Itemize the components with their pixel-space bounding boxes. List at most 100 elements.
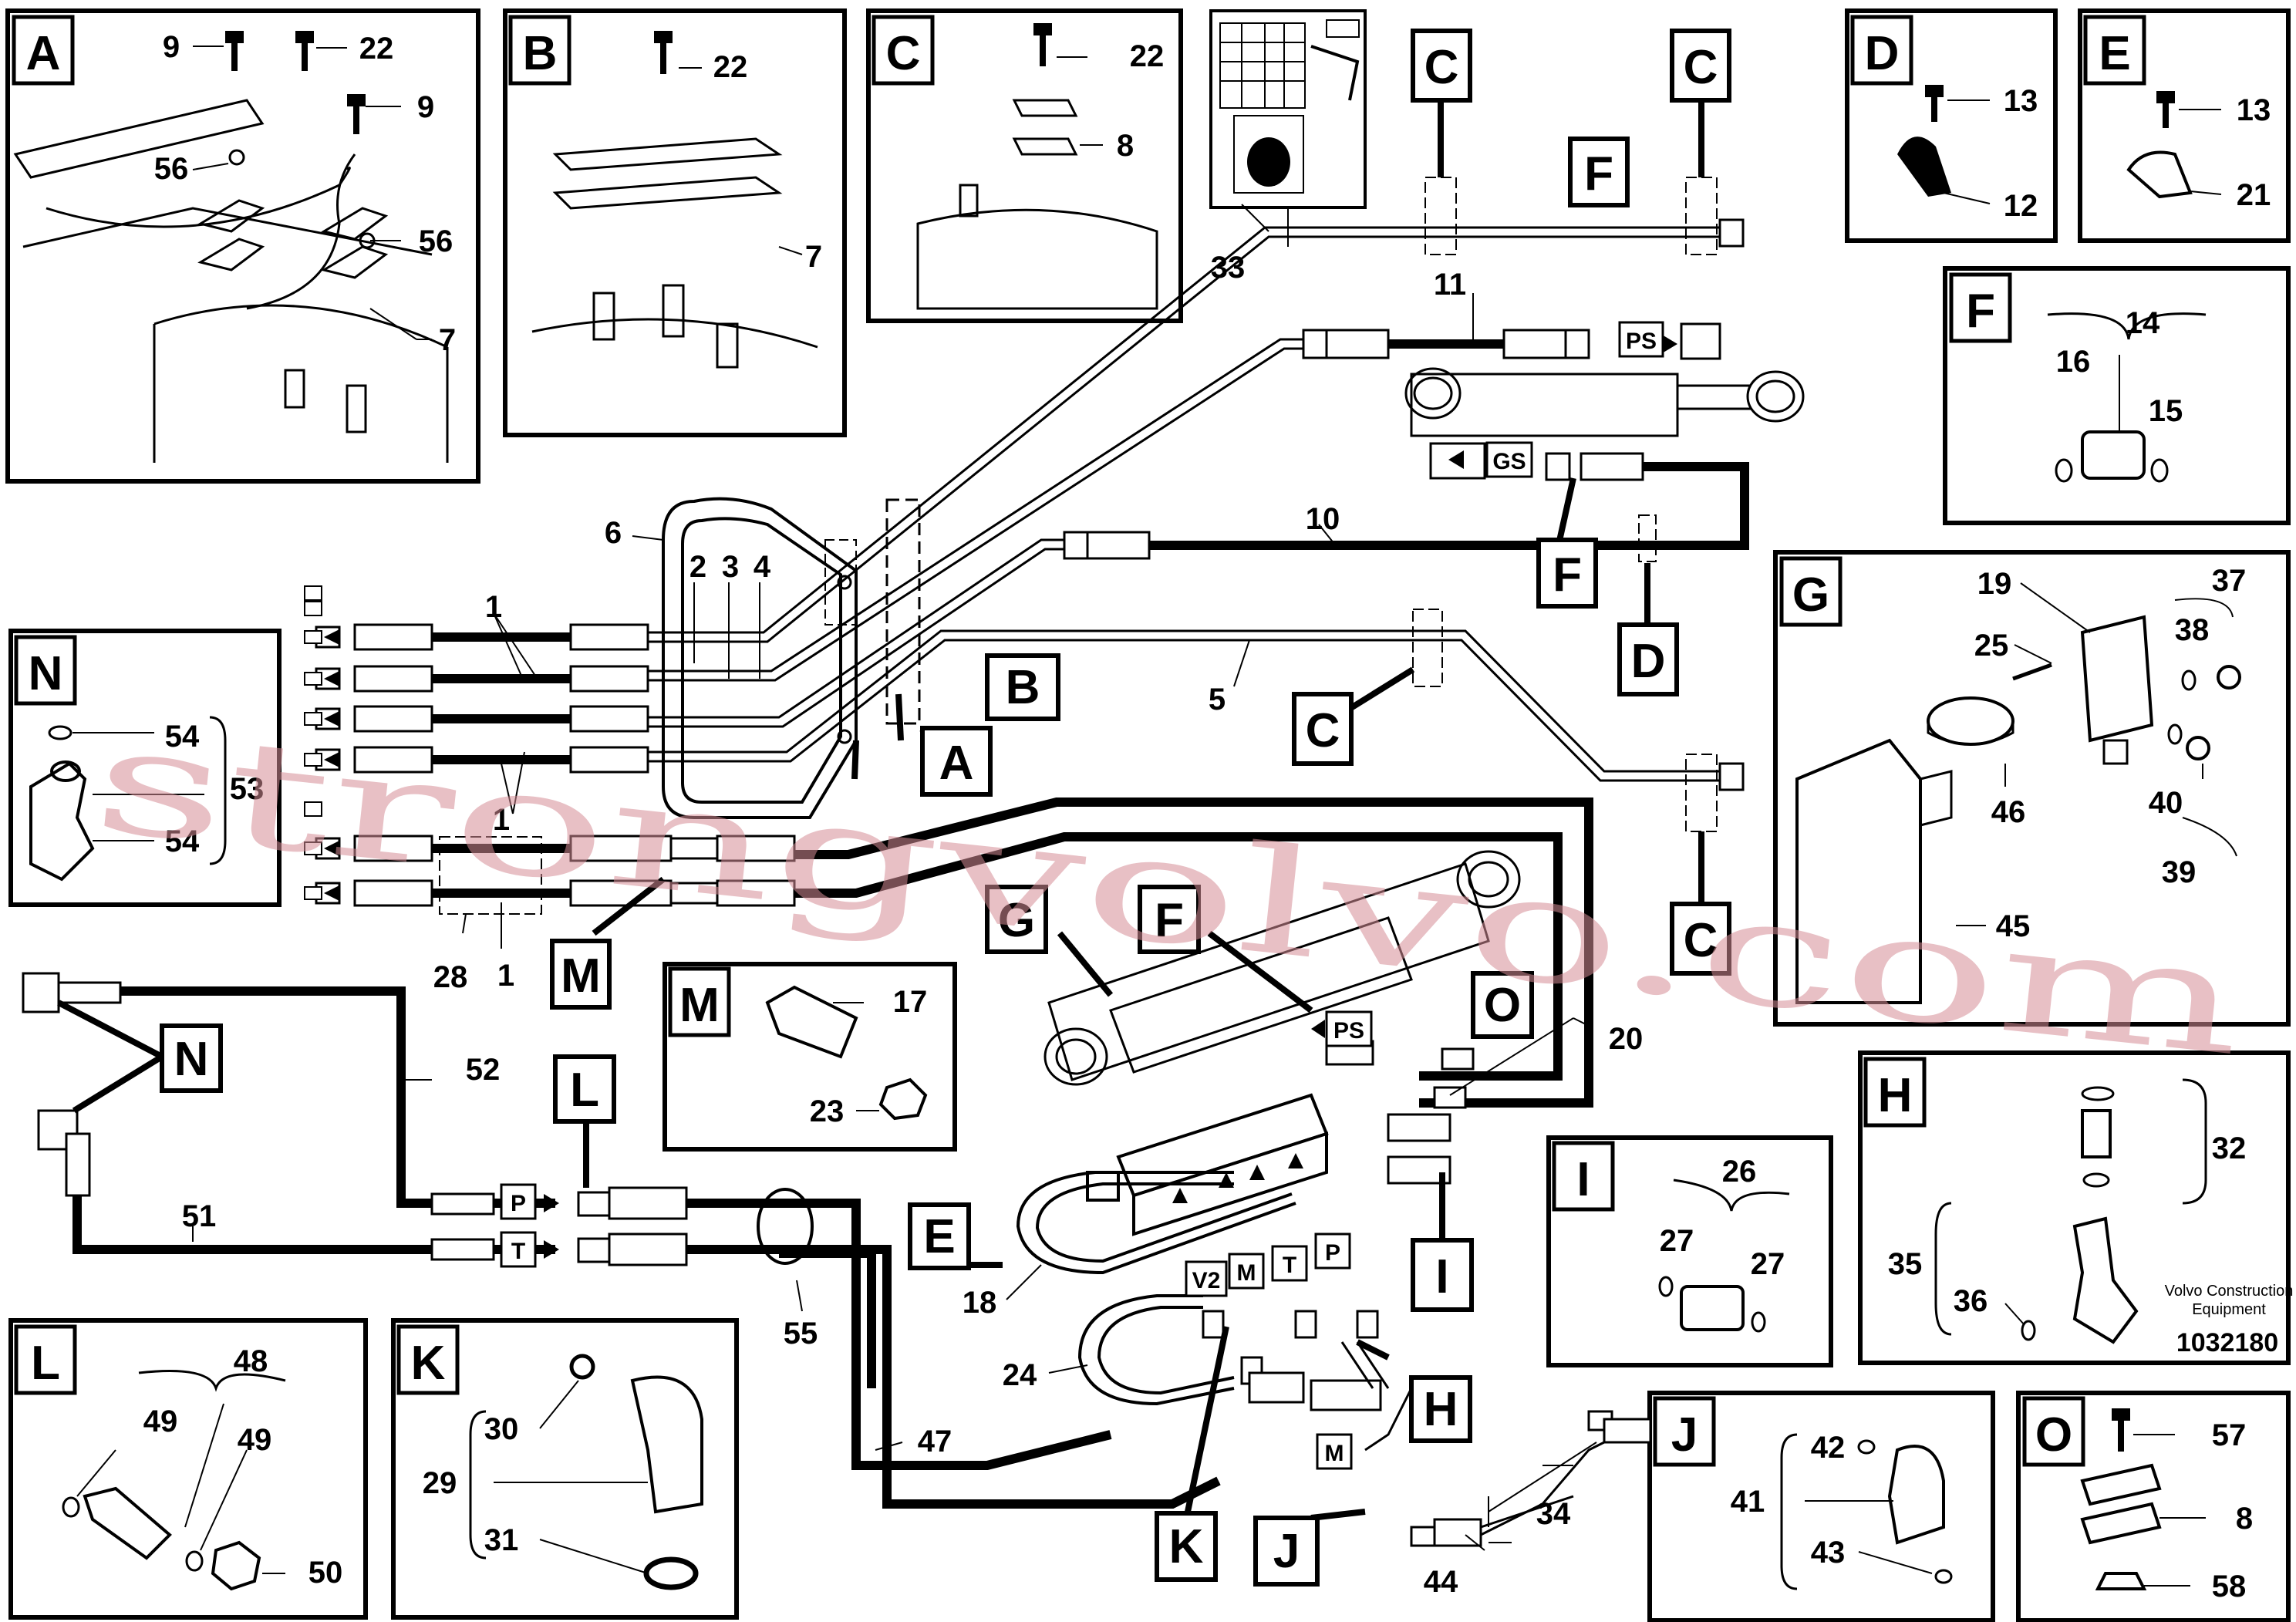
svg-text:N: N bbox=[174, 1033, 209, 1086]
svg-text:49: 49 bbox=[143, 1404, 178, 1438]
svg-text:C: C bbox=[886, 27, 921, 80]
svg-text:27: 27 bbox=[1660, 1224, 1694, 1258]
svg-text:1: 1 bbox=[497, 959, 514, 993]
decal-sticker bbox=[1209, 9, 1367, 247]
svg-text:I: I bbox=[1576, 1153, 1590, 1206]
svg-text:57: 57 bbox=[2212, 1418, 2247, 1452]
svg-text:N: N bbox=[29, 647, 63, 700]
svg-text:D: D bbox=[1865, 27, 1900, 80]
cable-clamp-drawing bbox=[13, 99, 449, 463]
svg-text:39: 39 bbox=[2162, 855, 2197, 889]
svg-text:E: E bbox=[923, 1210, 955, 1263]
svg-text:2: 2 bbox=[689, 550, 706, 584]
svg-text:45: 45 bbox=[1996, 909, 2031, 943]
cable-bracket bbox=[662, 497, 858, 819]
svg-text:M: M bbox=[561, 949, 601, 1003]
hose-arrow-heads bbox=[324, 629, 339, 901]
svg-text:43: 43 bbox=[1811, 1536, 1846, 1570]
detail-view-g: G 19 37 25 38 46 40 39 45 bbox=[1773, 550, 2291, 1027]
svg-text:19: 19 bbox=[1977, 567, 2012, 601]
svg-text:34: 34 bbox=[1536, 1497, 1571, 1531]
svg-text:9: 9 bbox=[417, 90, 434, 124]
svg-text:23: 23 bbox=[810, 1094, 845, 1128]
svg-text:30: 30 bbox=[484, 1412, 519, 1446]
svg-text:4: 4 bbox=[754, 550, 771, 584]
svg-text:25: 25 bbox=[1974, 629, 2009, 663]
detail-view-j: J 42 41 43 bbox=[1647, 1391, 1995, 1622]
svg-text:P: P bbox=[511, 1191, 526, 1216]
detail-view-h: H 32 35 36 bbox=[1858, 1050, 2291, 1365]
svg-text:PS: PS bbox=[1333, 1018, 1364, 1044]
detail-view-n: N 54 53 54 bbox=[8, 629, 282, 907]
svg-text:M: M bbox=[679, 979, 720, 1032]
svg-text:F: F bbox=[1553, 548, 1582, 602]
tube-fittings bbox=[1063, 218, 1745, 791]
svg-text:46: 46 bbox=[1991, 795, 2026, 829]
maker-line-2: Equipment bbox=[2192, 1301, 2266, 1318]
svg-text:7: 7 bbox=[439, 323, 456, 357]
svg-text:32: 32 bbox=[2212, 1131, 2247, 1165]
drawing-footer: Volvo Construction Equipment 1032180 bbox=[2165, 1283, 2294, 1357]
svg-text:22: 22 bbox=[1130, 39, 1165, 73]
svg-text:54: 54 bbox=[165, 720, 200, 754]
svg-text:22: 22 bbox=[359, 32, 394, 66]
svg-text:6: 6 bbox=[605, 516, 622, 550]
svg-text:E: E bbox=[2099, 27, 2130, 80]
detail-view-o: O 57 8 58 bbox=[2016, 1391, 2291, 1622]
svg-text:H: H bbox=[1878, 1069, 1913, 1122]
svg-text:17: 17 bbox=[893, 985, 928, 1019]
detail-view-l: L 48 49 49 50 bbox=[8, 1318, 368, 1620]
bolt-icon bbox=[225, 31, 366, 134]
pt-fittings bbox=[430, 1186, 688, 1266]
svg-text:58: 58 bbox=[2212, 1570, 2247, 1603]
svg-text:33: 33 bbox=[1211, 251, 1246, 285]
svg-text:A: A bbox=[939, 737, 974, 790]
svg-text:41: 41 bbox=[1731, 1485, 1765, 1519]
callout-boxes bbox=[160, 29, 1731, 1587]
svg-text:49: 49 bbox=[238, 1423, 272, 1457]
svg-text:B: B bbox=[1006, 661, 1040, 714]
svg-text:13: 13 bbox=[2004, 84, 2038, 118]
svg-text:42: 42 bbox=[1811, 1431, 1846, 1465]
svg-text:K: K bbox=[1169, 1520, 1204, 1573]
svg-text:13: 13 bbox=[2237, 93, 2271, 127]
detail-view-e: E 13 21 bbox=[2078, 8, 2291, 243]
hose-bundle-left bbox=[432, 632, 571, 898]
svg-text:9: 9 bbox=[163, 30, 180, 64]
svg-text:8: 8 bbox=[2236, 1502, 2253, 1536]
detail-view-a: A 9 22 9 56 bbox=[5, 8, 480, 484]
svg-text:1: 1 bbox=[485, 590, 502, 624]
svg-text:48: 48 bbox=[234, 1344, 268, 1378]
svg-text:F: F bbox=[1966, 285, 1995, 338]
svg-text:8: 8 bbox=[1117, 129, 1134, 163]
svg-text:J: J bbox=[1671, 1408, 1698, 1462]
svg-text:22: 22 bbox=[713, 50, 748, 84]
svg-text:28: 28 bbox=[433, 960, 468, 994]
svg-text:38: 38 bbox=[2175, 613, 2210, 647]
svg-text:24: 24 bbox=[1003, 1358, 1037, 1392]
svg-text:C: C bbox=[1684, 914, 1718, 967]
svg-text:B: B bbox=[523, 27, 558, 80]
svg-text:M: M bbox=[1237, 1260, 1256, 1286]
svg-text:1: 1 bbox=[493, 803, 510, 837]
svg-text:47: 47 bbox=[918, 1425, 952, 1458]
svg-text:T: T bbox=[511, 1239, 525, 1264]
svg-text:55: 55 bbox=[784, 1317, 818, 1351]
svg-text:51: 51 bbox=[182, 1199, 217, 1233]
pressure-switch bbox=[1488, 1418, 1652, 1512]
flow-arrows bbox=[544, 335, 1677, 1259]
svg-text:I: I bbox=[1435, 1250, 1448, 1303]
svg-text:56: 56 bbox=[419, 224, 453, 258]
port-tags bbox=[500, 321, 1664, 1470]
svg-text:5: 5 bbox=[1209, 683, 1226, 717]
main-assembly: PS GS PS P T V2 M T P M bbox=[22, 9, 1805, 1599]
svg-text:10: 10 bbox=[1306, 502, 1340, 536]
steering-cylinder-bottom bbox=[1043, 850, 1521, 1086]
svg-text:7: 7 bbox=[805, 240, 822, 274]
svg-text:C: C bbox=[1684, 41, 1718, 94]
svg-text:C: C bbox=[1424, 41, 1459, 94]
detail-a-letter: A bbox=[26, 27, 61, 80]
svg-text:52: 52 bbox=[466, 1053, 501, 1087]
svg-text:F: F bbox=[1155, 894, 1184, 947]
